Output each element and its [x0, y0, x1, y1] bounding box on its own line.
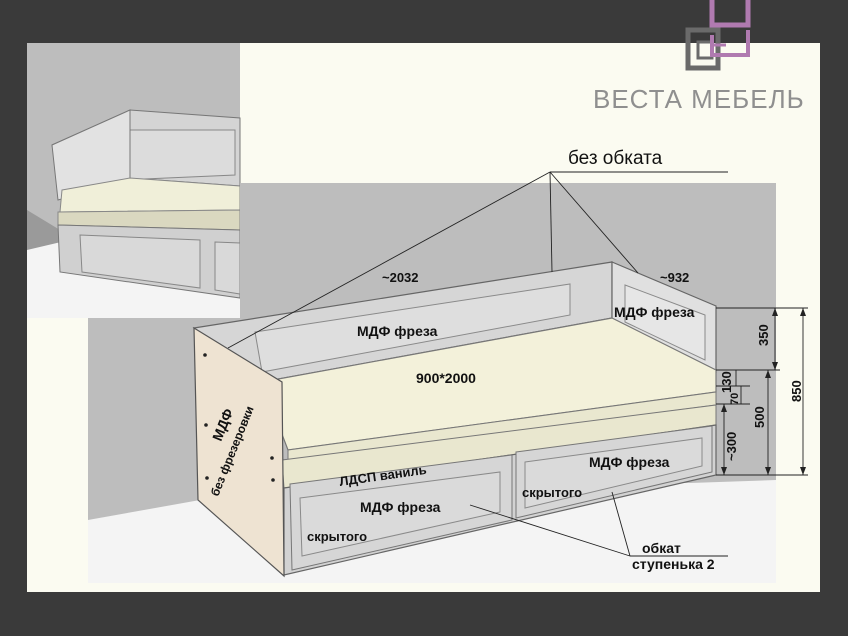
drawer-right-front-label: МДФ фреза — [589, 454, 670, 470]
sofa-bed-drawing: без обката ~2032 ~932 МДФ фреза МДФ фрез… — [27, 43, 808, 583]
drawer-left-front-label: МДФ фреза — [360, 499, 441, 515]
inset-render — [27, 43, 241, 318]
step-dimension: 70 — [729, 393, 741, 405]
hidden-right-label: скрытого — [522, 485, 582, 500]
dimension-arrows — [721, 308, 806, 475]
no-edging-label: без обката — [568, 148, 663, 169]
seat-height-dimension: 500 — [752, 406, 767, 428]
back-panel-label: МДФ фреза — [357, 323, 438, 339]
brand-name: ВЕСТА МЕБЕЛЬ — [593, 84, 805, 114]
brand-logo — [685, 0, 751, 71]
back-height-dimension: 350 — [756, 324, 771, 346]
edging-label: обкат — [642, 540, 681, 556]
drawing-sheet: без обката ~2032 ~932 МДФ фреза МДФ фрез… — [27, 43, 820, 592]
dimension-lines — [716, 307, 808, 476]
vesta-square-logo-icon — [685, 0, 751, 71]
callout-lines — [227, 171, 728, 557]
drawer-height-dimension: ~300 — [724, 432, 739, 461]
length-dimension: ~2032 — [382, 270, 419, 285]
hidden-left-label: скрытого — [307, 529, 367, 544]
depth-dimension: ~932 — [660, 270, 689, 285]
edging-step-label: ступенька 2 — [632, 556, 715, 572]
side-panel-label: МДФ фреза — [614, 304, 695, 320]
mattress-size-label: 900*2000 — [416, 370, 476, 386]
main-render — [88, 183, 776, 583]
mattress-gap-dimension: 130 — [719, 371, 734, 393]
total-height-dimension: 850 — [789, 380, 804, 402]
